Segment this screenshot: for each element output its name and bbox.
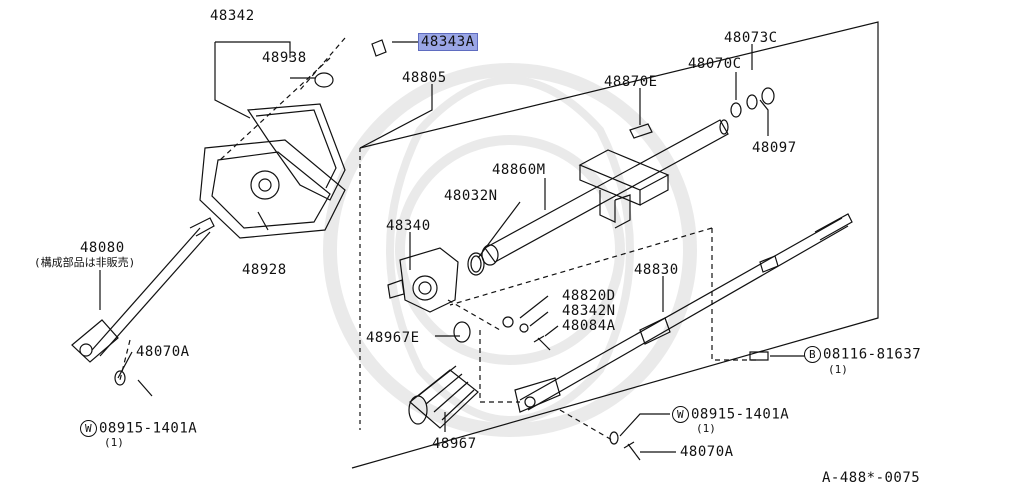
boot-48967 xyxy=(408,365,479,429)
washer-w-left-number: 08915-1401A xyxy=(99,420,198,437)
part-label-48032N: 48032N xyxy=(444,188,498,204)
part-label-48070A-left: 48070A xyxy=(136,344,190,360)
part-label-48073C: 48073C xyxy=(724,30,778,46)
part-label-48860M: 48860M xyxy=(492,162,546,178)
grommet-48938 xyxy=(314,72,334,88)
washer-w-left-qty: (1) xyxy=(104,436,124,449)
part-label-48084A: 48084A xyxy=(562,318,616,334)
part-label-48070A-right: 48070A xyxy=(680,444,734,460)
part-label-48805: 48805 xyxy=(402,70,447,86)
part-label-48342: 48342 xyxy=(210,8,255,24)
ring-48032N xyxy=(467,252,485,276)
bolt-b-qty: (1) xyxy=(828,363,848,376)
part-note-not-sold: (構成部品は非販売) xyxy=(34,256,136,269)
bolt-b-number: 08116-81637 xyxy=(823,346,922,363)
intermediate-shaft-48080 xyxy=(71,217,215,363)
w-symbol-icon: W xyxy=(672,406,689,423)
part-label-48097: 48097 xyxy=(752,140,797,156)
part-label-48928: 48928 xyxy=(242,262,287,278)
diagram-id: A-488*-0075 xyxy=(822,470,921,486)
w-symbol-icon: W xyxy=(80,420,97,437)
b-symbol-icon: B xyxy=(804,346,821,363)
gasket-48342 xyxy=(246,103,346,201)
part-label-48080: 48080 xyxy=(80,240,125,256)
part-label-48343A[interactable]: 48343A xyxy=(418,33,478,51)
part-label-48870E: 48870E xyxy=(604,74,658,90)
steering-shaft-48830 xyxy=(514,213,853,413)
bracket-48340 xyxy=(387,247,459,313)
part-label-48820D: 48820D xyxy=(562,288,616,304)
part-label-48967: 48967 xyxy=(432,436,477,452)
part-label-48830: 48830 xyxy=(634,262,679,278)
assembly-outline xyxy=(351,21,879,469)
washer-w-right-number: 08915-1401A xyxy=(691,406,790,423)
part-label-48070C: 48070C xyxy=(688,56,742,72)
part-label-48342N: 48342N xyxy=(562,303,616,319)
part-label-48340: 48340 xyxy=(386,218,431,234)
highlighted-part-number[interactable]: 48343A xyxy=(418,33,478,51)
cover-48928 xyxy=(199,139,346,239)
column-jacket-48860M xyxy=(481,119,729,266)
washer-w-right-qty: (1) xyxy=(696,422,716,435)
part-label-48967E: 48967E xyxy=(366,330,420,346)
part-label-48938: 48938 xyxy=(262,50,307,66)
